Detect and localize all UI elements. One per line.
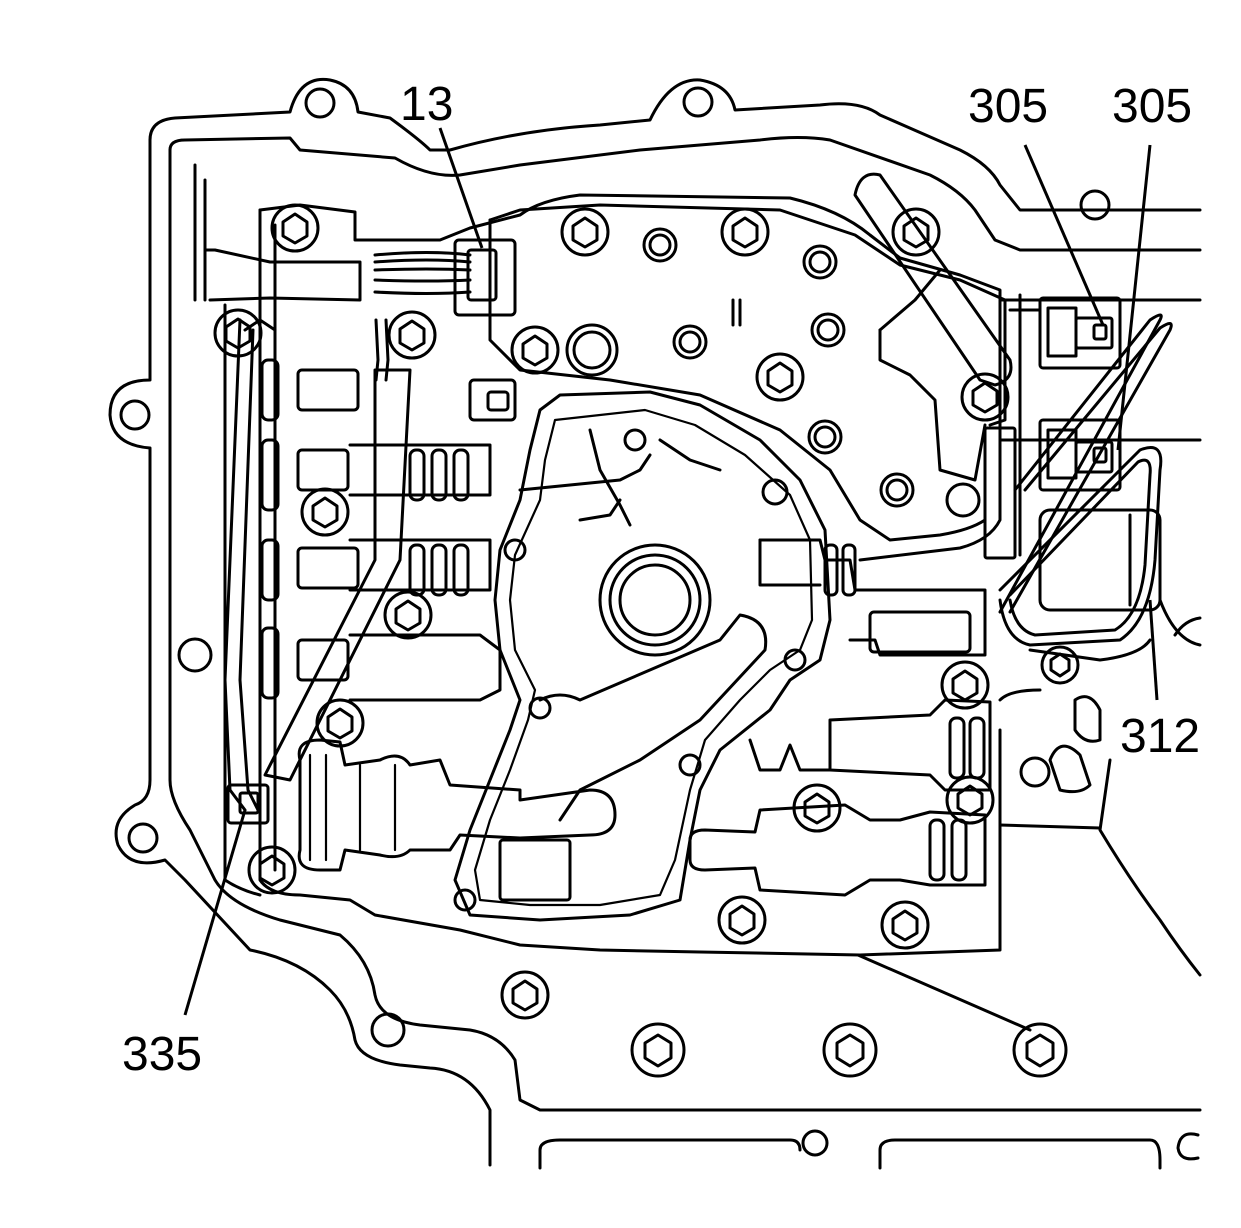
valve-bores [260, 358, 992, 902]
callout-305-left: 305 [968, 80, 1048, 133]
bolt-head [383, 590, 433, 640]
bolt-head [940, 660, 990, 710]
bolt-head [300, 487, 350, 537]
upper-body [488, 172, 1013, 542]
left-harness [203, 238, 517, 825]
bolt-head [720, 207, 770, 257]
bolt-head [822, 1022, 878, 1078]
bolt-head [1012, 1022, 1068, 1078]
bolt-head [755, 352, 805, 402]
bolt-head [1040, 645, 1080, 685]
leader-335 [183, 809, 247, 1016]
callout-labels: 13 305 305 312 335 [122, 78, 1200, 1081]
bolt-head [880, 900, 930, 950]
leader-305-right [1116, 144, 1152, 451]
leader-305-left [1023, 144, 1105, 326]
case-outline [108, 77, 1202, 1170]
lower-right-case [856, 598, 1202, 1032]
valve-body-bolts [213, 203, 1080, 1078]
bolt-head [510, 325, 560, 375]
valve-body-plate [223, 193, 1002, 957]
bolt-head [891, 207, 941, 257]
wiring-harness [998, 313, 1173, 662]
leader-312 [1148, 599, 1159, 701]
bolt-head [945, 775, 995, 825]
bolt-head [213, 308, 263, 358]
bolt-head [630, 1022, 686, 1078]
bolt-head [270, 203, 320, 253]
case-bolt-holes [119, 86, 1111, 1157]
bolt-head [560, 207, 610, 257]
callout-13: 13 [400, 78, 453, 131]
pump-plate [453, 390, 832, 922]
bolt-head [960, 372, 1010, 422]
bolt-head [247, 845, 297, 895]
bolt-head [387, 310, 437, 360]
callout-335: 335 [122, 1028, 202, 1081]
callout-305-right: 305 [1112, 80, 1192, 133]
bolt-head [315, 698, 365, 748]
leader-lines [183, 127, 1159, 1016]
bolt-head [717, 895, 767, 945]
leader-13 [438, 127, 484, 249]
callout-312: 312 [1120, 710, 1200, 763]
valve-body-holes [453, 227, 981, 912]
bolt-head [500, 970, 550, 1020]
bolt-head [792, 783, 842, 833]
